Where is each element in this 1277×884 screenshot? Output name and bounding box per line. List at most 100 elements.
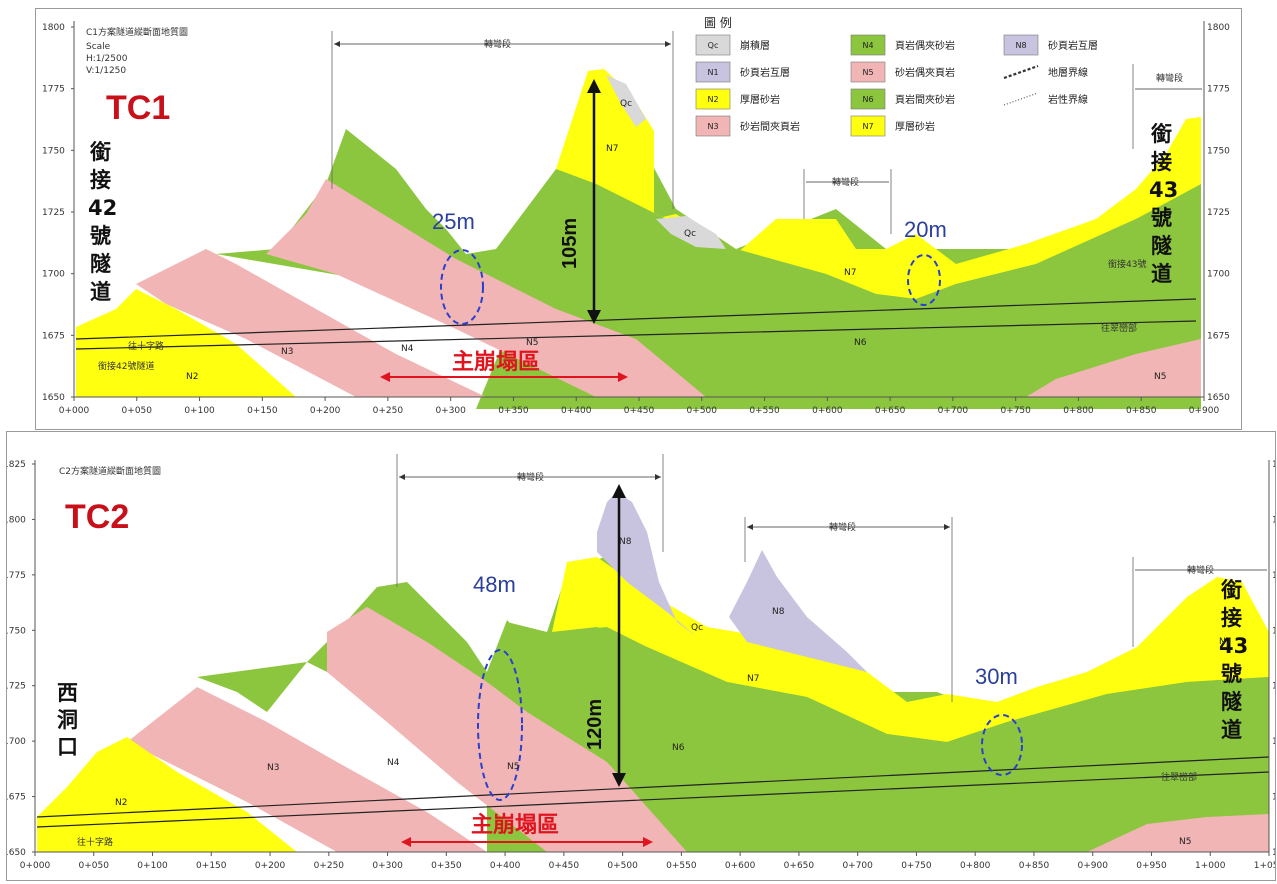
tc2-curve-label-3: 轉彎段 [1187, 564, 1214, 576]
tc2-y-tick-right: 1650 [1272, 848, 1275, 858]
legend-label-N7: 厚層砂岩 [895, 120, 935, 133]
legend-line-boundary [1003, 64, 1039, 80]
legend-line-lithology [1003, 92, 1039, 106]
tc1-note-left-1: 往十字路 [128, 340, 164, 352]
tc1-unit-N5a-fill [266, 179, 706, 397]
tc2-cover-30-label: 30m [975, 664, 1018, 689]
tc2-unit-label-N7: N7 [747, 674, 759, 684]
tc2-unit-N8b-fill [729, 550, 867, 672]
tc1-unit-Qc-fill-1 [606, 75, 646, 127]
tc1-right-char-2: 接 [1151, 150, 1172, 174]
legend-label-N5: 砂岩偶夾頁岩 [895, 66, 955, 79]
tc1-y-tick-right: 1725 [1207, 208, 1230, 218]
tc1-x-tick-label: 0+000 [59, 406, 90, 416]
tc2-x-tick-label: 0+300 [372, 861, 403, 871]
tc2-depth-label: 120m [584, 699, 606, 750]
tc1-unit-label-N2: N2 [186, 372, 198, 382]
legend-code-N6: N6 [862, 95, 873, 104]
legend-label-N3: 砂岩間夾頁岩 [740, 120, 800, 133]
tc2-tunnel-upper-line [36, 756, 1270, 818]
tc2-unit-N8-fill [597, 492, 697, 637]
tc2-tunnel-lower-line [36, 771, 1270, 828]
tc2-panel: 1825182518001800177517751750175017251725… [3, 431, 1277, 881]
tc1-unit-label-N6: N6 [854, 338, 867, 348]
tc1-y-tick-left: 1725 [42, 208, 65, 218]
tc2-y-tick-right: 1825 [1272, 460, 1275, 470]
tc1-x-tick-label: 0+550 [749, 406, 780, 416]
tc2-x-tick-label: 0+250 [314, 861, 345, 871]
legend-swatch-N6 [850, 88, 886, 110]
tc2-left-char-2: 洞 [57, 708, 78, 732]
tc1-left-char-3: 42 [88, 196, 117, 220]
legend-code-N7: N7 [862, 122, 873, 131]
tc2-x-tick-label: 0+200 [255, 861, 286, 871]
tc1-unit-label-N3: N3 [281, 347, 293, 357]
tc1-x-tick-label: 0+700 [938, 406, 969, 416]
tc2-x-tick-label: 0+700 [842, 861, 873, 871]
tc2-y-tick-left: 1675 [7, 793, 26, 803]
tc2-cover-ellipse-48 [477, 649, 523, 801]
tc2-unit-N2-fill [37, 737, 297, 852]
legend-label-N1: 砂頁岩互層 [740, 66, 790, 79]
tc2-unit-label-N8-hill: N8 [772, 607, 785, 617]
tc2-x-tick-label: 0+000 [20, 861, 51, 871]
legend-title: 圖 例 [704, 16, 732, 30]
tc2-y-tick-right: 1775 [1272, 571, 1275, 581]
tc2-x-tick-label: 1+000 [1195, 861, 1226, 871]
legend-code-N5: N5 [862, 68, 873, 77]
tc1-y-tick-left: 1675 [42, 331, 65, 341]
tc2-unit-label-N4: N4 [387, 758, 400, 768]
tc1-unit-N3-fill [136, 249, 486, 397]
tc2-y-tick-right: 1750 [1272, 626, 1275, 636]
tc2-unit-N5b-fill [1087, 814, 1269, 852]
tc2-profile-diagram: 1825182518001800177517751750175017251725… [3, 454, 1277, 871]
tc1-cover-ellipse-20 [907, 254, 941, 306]
tc1-right-char-5: 隧 [1151, 234, 1172, 258]
tc1-curve-label-3: 轉彎段 [1156, 72, 1183, 84]
legend-code-N1: N1 [707, 68, 718, 77]
tc2-y-tick-right: 1800 [1272, 515, 1275, 525]
tc1-left-char-1: 銜 [89, 140, 111, 164]
tc1-y-tick-right: 1750 [1207, 146, 1230, 156]
tc1-scale-v: V:1/1250 [86, 66, 126, 76]
tc1-right-side-label: 銜 接 43 號 隧 道 [1149, 122, 1178, 286]
tc2-curve-section-3: 轉彎段 [1132, 557, 1267, 647]
tc1-x-tick-label: 0+200 [310, 406, 341, 416]
tc1-y-tick-left: 1750 [42, 146, 65, 156]
tc2-y-tick-left: 1800 [7, 515, 26, 525]
tc1-left-char-5: 隧 [90, 252, 111, 276]
tc1-note-right-2: 銜接43號 [1108, 258, 1146, 270]
tc1-cover-25-label: 25m [432, 209, 475, 234]
tc1-y-tick-right: 1675 [1207, 331, 1230, 341]
tc2-cover-48-label: 48m [473, 572, 516, 597]
tc2-unit-label-N6: N6 [672, 743, 685, 753]
legend-code-N3: N3 [707, 122, 718, 131]
tc2-y-tick-right: 1725 [1272, 682, 1275, 692]
tc1-x-tick-label: 0+250 [373, 406, 404, 416]
tc2-right-char-3: 43 [1219, 634, 1248, 658]
legend-label-N4: 頁岩偶夾砂岩 [895, 39, 955, 52]
legend-swatch-N4 [850, 34, 886, 56]
legend-swatch-N8 [1003, 34, 1039, 56]
tc1-unit-label-N5-right: N5 [1154, 372, 1166, 382]
tc2-unit-label-N5: N5 [507, 762, 519, 772]
tc2-x-tick-label: 0+800 [960, 861, 991, 871]
tc2-y-tick-left: 1825 [7, 460, 26, 470]
tc1-right-char-4: 號 [1151, 206, 1172, 230]
tc1-unit-label-Qc-1: Qc [620, 99, 632, 109]
legend-code-N2: N2 [707, 95, 718, 104]
tc2-x-tick-label: 0+550 [666, 861, 697, 871]
tc2-curve-section-2: 轉彎段 [744, 517, 953, 702]
tc1-right-char-6: 道 [1151, 262, 1172, 286]
tc2-note-left: 往十字路 [77, 836, 113, 848]
legend-swatch-N7 [850, 115, 886, 137]
tc2-x-tick-label: 1+050 [1254, 861, 1275, 871]
tc2-unit-label-N8-peak: N8 [619, 537, 632, 547]
tc2-unit-N7-fill [552, 557, 1269, 742]
tc1-curve-label-1: 轉彎段 [484, 38, 511, 50]
legend-label-N8: 砂頁岩互層 [1048, 39, 1098, 52]
tc1-unit-N5b-fill [1026, 339, 1201, 397]
tc2-y-tick-left: 1725 [7, 682, 26, 692]
